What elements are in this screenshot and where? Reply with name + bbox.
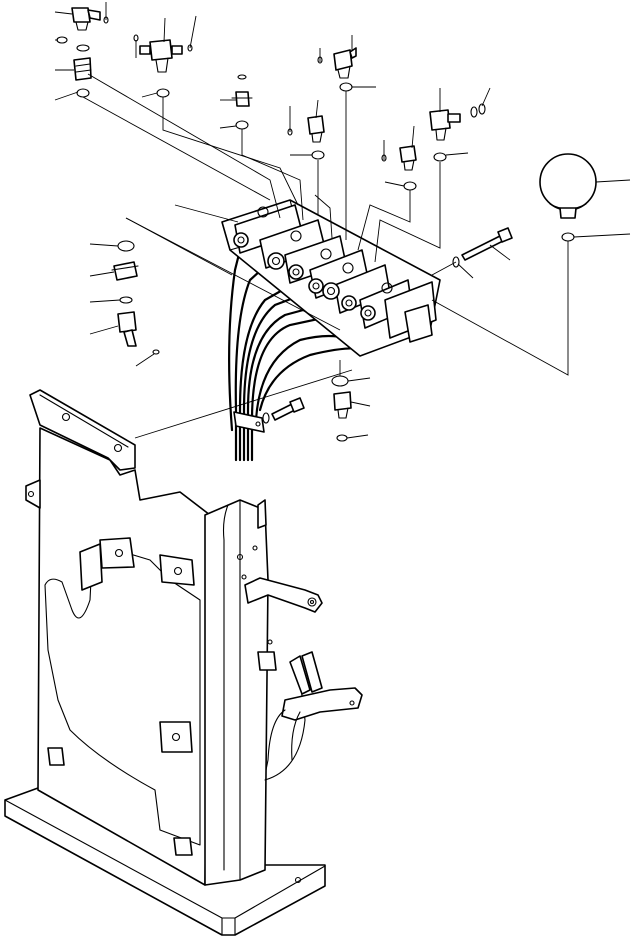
- ppc-valve-block: [221, 199, 441, 357]
- mounting-bolt: [262, 227, 513, 424]
- fittings: [71, 7, 461, 419]
- lever-arm: [244, 577, 323, 613]
- mounting-bracket-top: [29, 389, 136, 471]
- hose-clamp: [233, 411, 265, 433]
- foot-pedal: [265, 651, 363, 771]
- leader-lines: [54, 2, 631, 439]
- accumulator: [539, 153, 597, 242]
